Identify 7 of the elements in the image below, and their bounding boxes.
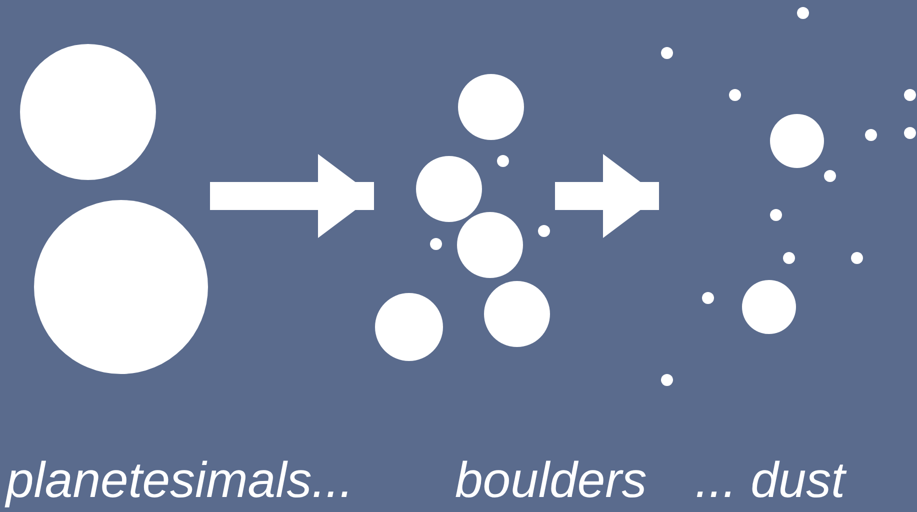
circles-drawing [18, 42, 210, 375]
caption-label: planetesimals... [6, 452, 354, 508]
caption-label: ... dust [695, 452, 846, 508]
caption-label: boulders [455, 452, 647, 508]
arrow [210, 154, 374, 238]
arrow [555, 154, 659, 238]
circles-drawing [660, 6, 917, 387]
